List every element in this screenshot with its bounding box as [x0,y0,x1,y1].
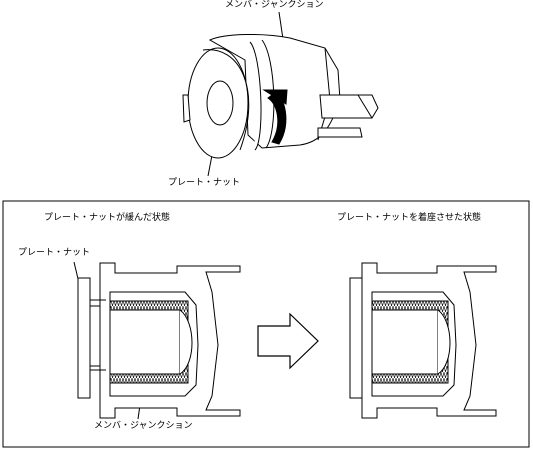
transition-arrow-icon [257,312,319,370]
left-cross-section [73,261,241,420]
label-plate-nut-left: プレート・ナット [18,248,91,258]
label-member-junction-bottom: メンバ・ジャンクション [94,421,193,431]
plate-nut-disc [182,47,250,159]
left-plate-nut-flange [77,277,91,399]
rotation-arrow-icon [262,89,288,145]
right-plate-nut-flange [349,277,363,399]
label-loose-state: プレート・ナットが緩んだ状態 [44,213,171,223]
connector-tab [317,94,379,138]
top-assembly-illustration [182,11,379,177]
cross-section-frame [2,200,530,448]
right-cross-section [349,262,497,419]
label-plate-nut-top: プレート・ナット [168,178,241,188]
label-seated-state: プレート・ナットを着座させた状態 [337,213,482,223]
label-member-junction-top: メンバ・ジャンクション [225,0,324,10]
